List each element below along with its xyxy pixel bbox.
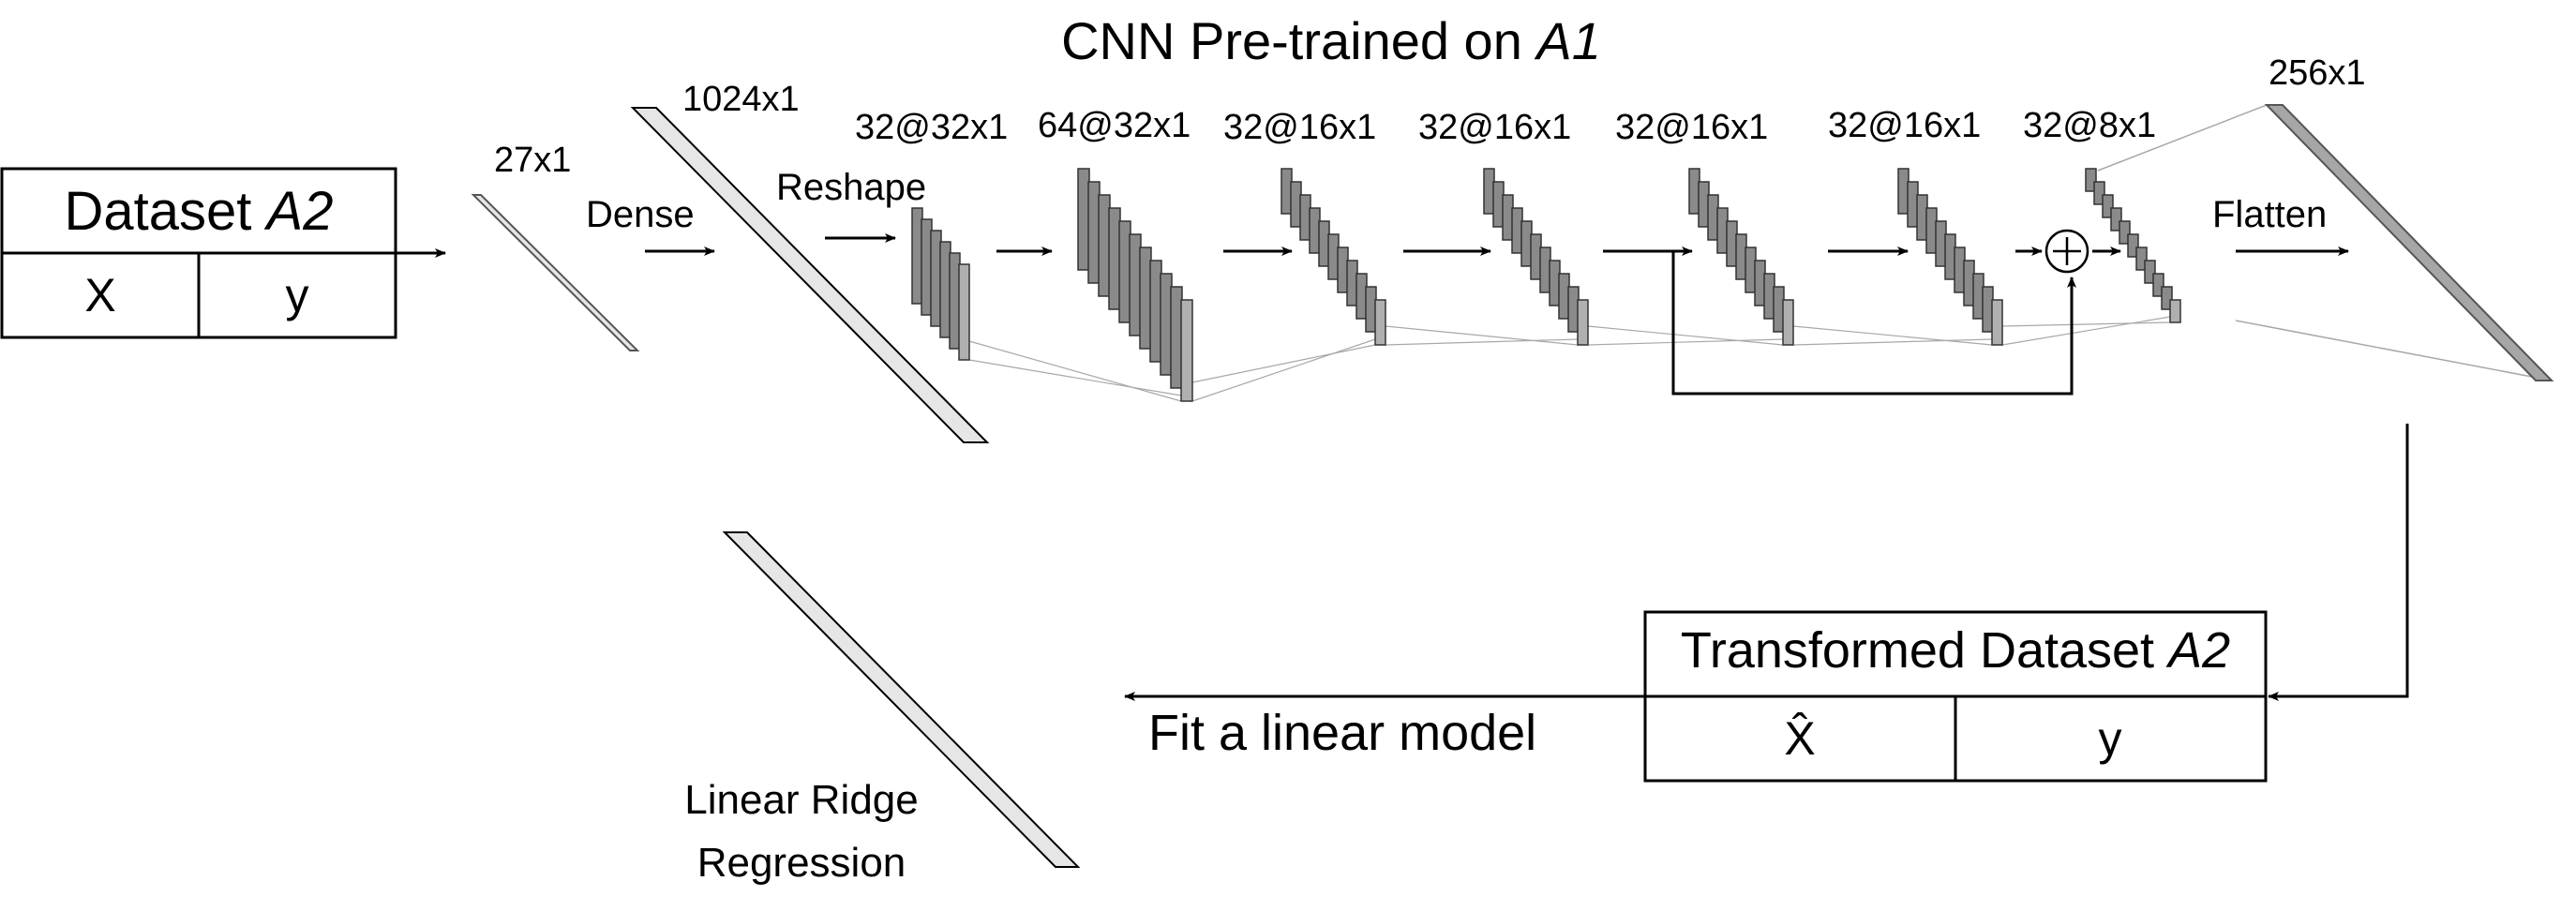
conv-layer-2-plate [1077, 168, 1090, 271]
conv-layer-2-plate [1149, 260, 1162, 363]
conv-layer-7-plate [2085, 168, 2097, 192]
conv-guide-line [968, 359, 1182, 396]
conv-guide-line [1385, 338, 1579, 346]
conv-layer-7-plate [2144, 260, 2156, 284]
conv-layer-2-plate [1118, 220, 1131, 323]
layer-shape-label-3: 32@16x1 [1223, 108, 1376, 147]
conv-guide-line [2001, 316, 2171, 346]
conv-layer-7-plate [2161, 286, 2173, 310]
add-node [2044, 229, 2089, 274]
dense-vector [630, 107, 990, 443]
transformed-col-y: y [2099, 712, 2122, 765]
transformed-dataset-table: Transformed Dataset A2 X̂ y [1643, 610, 2268, 783]
transformed-title-italic: A2 [2165, 622, 2230, 679]
dataset-title-italic: A2 [264, 181, 334, 242]
conv-guide-line [1385, 325, 1579, 346]
transformed-col-x: X̂ [1784, 712, 1815, 765]
conv-layer-2 [1077, 168, 1193, 402]
conv-layer-2-plate [1139, 246, 1152, 350]
arrow-to-transformed [2268, 424, 2409, 701]
conv-layer-7-plate [2135, 246, 2148, 271]
conv-layer-2-plate [1087, 181, 1101, 284]
conv-layer-2-plate [1180, 299, 1193, 402]
fit-label: Fit a linear model [1148, 705, 1536, 761]
reshape-label: Reshape [776, 167, 926, 208]
flat-shape-label: 256x1 [2269, 53, 2366, 93]
conv-guide-line [1792, 325, 1993, 346]
dataset-title: Dataset A2 [65, 181, 334, 242]
conv-layers [911, 168, 2181, 402]
conv-guide-line [1587, 325, 1784, 346]
ridge-label-line1: Linear Ridge [684, 777, 919, 823]
flattened-vector [2264, 104, 2554, 381]
conv-guide-line [1587, 338, 1784, 346]
diagram-title: CNN Pre-trained on A1 [1061, 11, 1601, 70]
flatten-label: Flatten [2212, 194, 2327, 235]
conv-guide-line [1191, 338, 1376, 402]
conv-layer-2-plate [1098, 194, 1111, 297]
transformed-title-prefix: Transformed Dataset [1681, 622, 2168, 679]
conv-layer-1-plate [958, 263, 970, 361]
conv-layer-4-plate [1577, 299, 1589, 346]
conv-layer-6 [1897, 168, 2003, 346]
residual-skip-connection [1671, 251, 2076, 396]
conv-layer-7-plate [2152, 273, 2164, 297]
ridge-label-line2: Regression [697, 840, 906, 886]
conv-layer-2-plate [1160, 273, 1173, 376]
conv-layer-3 [1281, 168, 1386, 346]
conv-guide-line [1191, 344, 1376, 383]
layer-shape-label-1: 32@32x1 [855, 108, 1008, 147]
conv-layer-3-plate [1374, 299, 1386, 346]
ridge-regression-vector [722, 531, 1081, 868]
conv-layer-2-plate [1129, 233, 1142, 336]
input-shape-label: 27x1 [494, 141, 571, 180]
dataset-title-prefix: Dataset [65, 181, 267, 242]
conv-layer-5 [1688, 168, 1794, 346]
input-vector [471, 194, 640, 351]
dense-shape-label: 1024x1 [682, 80, 800, 119]
layer-shape-label-2: 64@32x1 [1038, 106, 1191, 145]
dataset-col-x: X [84, 269, 115, 321]
conv-layer-7-plate [2102, 194, 2114, 218]
dense-label: Dense [586, 194, 695, 235]
conv-guide-line [968, 340, 1182, 402]
conv-layer-7-plate [2127, 233, 2139, 258]
conv-layer-7 [2085, 168, 2181, 323]
conv-layer-7-plate [2093, 181, 2105, 205]
conv-layer-7-plate [2169, 299, 2181, 323]
conv-layer-2-plate [1108, 207, 1121, 310]
flatten-guide-bottom [2235, 320, 2553, 381]
layer-shape-label-7: 32@8x1 [2023, 106, 2156, 145]
diagram-title-prefix: CNN Pre-trained on [1061, 11, 1536, 70]
layer-shape-label-4: 32@16x1 [1418, 108, 1571, 147]
dataset-col-y: y [286, 269, 309, 321]
transformed-title: Transformed Dataset A2 [1681, 622, 2230, 679]
conv-layer-6-plate [1991, 299, 2003, 346]
conv-layer-2-plate [1170, 286, 1183, 389]
conv-layer-7-plate [2119, 220, 2131, 245]
layer-shape-label-5: 32@16x1 [1615, 108, 1768, 147]
flatten-guide-top [2097, 104, 2268, 172]
dataset-table: Dataset A2 X y [0, 167, 397, 339]
layer-shape-label-6: 32@16x1 [1828, 106, 1981, 145]
conv-layer-5-plate [1782, 299, 1794, 346]
conv-guide-line [2001, 321, 2171, 327]
conv-layer-4 [1483, 168, 1589, 346]
conv-guide-line [1792, 338, 1993, 346]
conv-layer-1 [911, 207, 970, 361]
conv-layer-7-plate [2110, 207, 2122, 231]
diagram-title-italic: A1 [1534, 11, 1601, 70]
